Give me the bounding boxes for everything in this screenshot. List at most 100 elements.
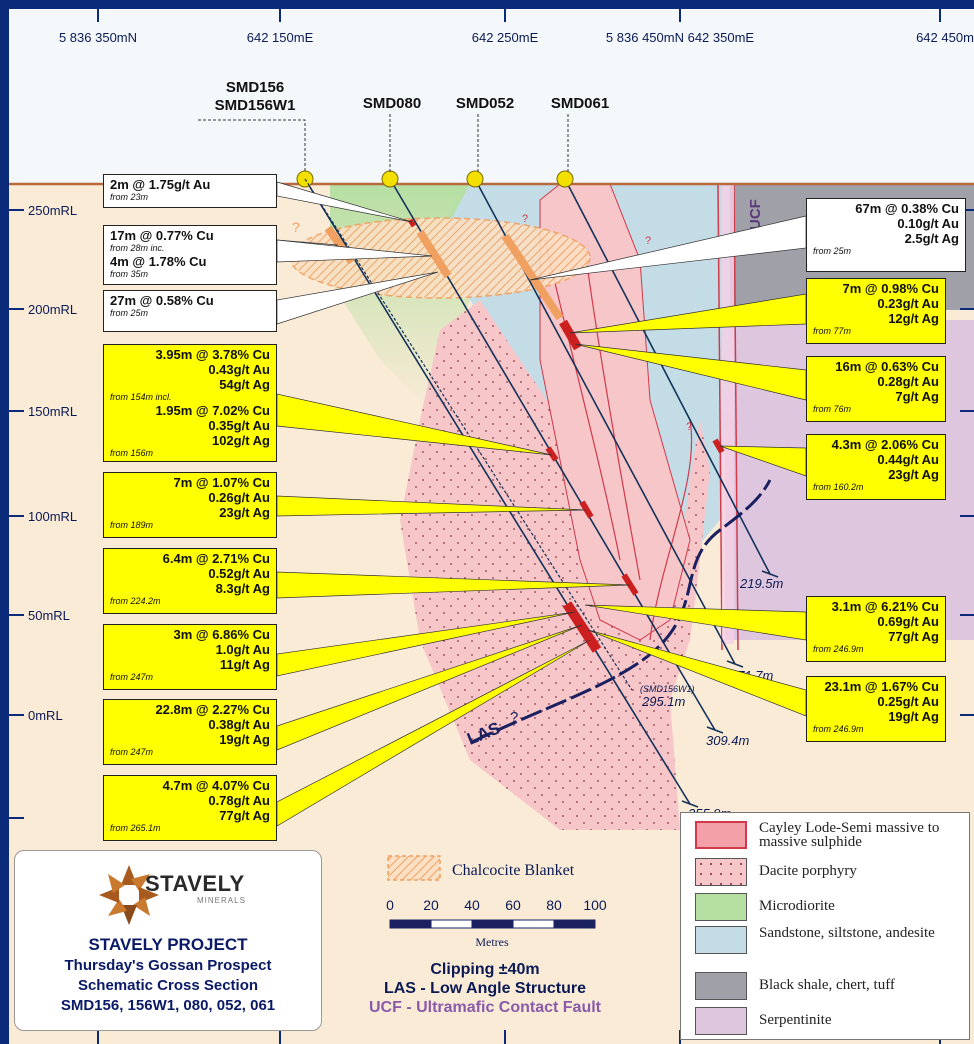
intercept-segment [545,446,559,462]
contact-question: ? [645,235,651,247]
intercept-from: from 246.9m [813,644,864,654]
hole-depth: 219.5m [739,576,784,591]
hole-name: SMD052 [456,95,514,112]
intercept-grade: 4m @ 1.78% Cu [110,254,207,269]
intercept-from: from 224.2m [110,596,161,606]
intercept-from: from 23m [110,192,149,202]
rl-label: 0mRL [28,708,63,723]
intercept-grade: 4.3m @ 2.06% Cu [831,437,939,452]
leader-wedge [276,624,583,751]
holes-title: SMD156, 156W1, 080, 052, 061 [60,997,276,1014]
scale-tick-label: 40 [464,897,480,913]
grid-label: 5 836 450mN 642 350mE [606,30,754,45]
intercept-from: from 160.2m [813,482,864,492]
intercept-from: from 77m [813,326,852,336]
scale-unit: Metres [475,935,509,949]
intercept-grade: 77g/t Ag [219,808,270,823]
hole-end-tick [706,726,724,734]
intercept-grade: 3m @ 6.86% Cu [173,627,271,642]
intercept-from: from 28m inc. [110,243,165,253]
wedge-trace [304,178,633,691]
intercept-grade: 7m @ 0.98% Cu [842,281,940,296]
intercept-from: from 25m [813,246,852,256]
intercept-grade: 23g/t Ag [888,467,939,482]
prospect-title: Thursday's Gossan Prospect [64,957,272,974]
contact-question: ? [522,213,528,225]
legend-swatch [695,893,747,921]
legend-swatch [695,1007,747,1035]
intercept-grade: 2m @ 1.75g/t Au [110,177,211,192]
intercept-from: from 156m [110,448,154,458]
intercept-grade: 8.3g/t Ag [215,581,270,596]
intercept-grade: 11g/t Ag [219,657,270,672]
intercept-from: from 25m [110,308,149,318]
logo-brand-sub: MINERALS [197,896,246,905]
ucf-fault-zone [722,184,734,644]
intercept-grade: 102g/t Ag [211,433,270,448]
intercept-grade: 0.26g/t Au [208,490,270,505]
intercept-grade: 0.43g/t Au [208,362,270,377]
leader-wedge [276,181,413,223]
legend-label: Microdiorite [759,898,835,914]
intercept-grade: 54g/t Ag [219,377,270,392]
hole-leader [198,119,306,172]
section-title: Schematic Cross Section [77,977,259,994]
legend-swatch [695,926,747,954]
scale-segment [430,919,473,929]
intercept-grade: 23g/t Ag [219,505,270,520]
leader-wedge [276,271,439,325]
intercept-grade: 17m @ 0.77% Cu [110,228,214,243]
leader-wedge [276,639,591,827]
drill-trace [304,178,691,805]
cayley-vein-2 [584,249,641,581]
intercept-grade: 0.23g/t Au [877,296,939,311]
intercept-grade: 2.5g/t Ag [904,231,959,246]
title-block: STAVELY MINERALS STAVELY PROJECT Thursda… [14,850,322,1031]
intercept-grade: 0.52g/t Au [208,566,270,581]
intercept-segment [579,500,594,519]
legend-label: Dacite porphyry [759,863,857,879]
las-question: ? [510,709,518,726]
intercept-grade: 1.95m @ 7.02% Cu [155,403,270,418]
hole-end-tick [681,800,699,808]
grid-label: 642 450m [916,30,974,45]
sky-area [9,9,974,184]
leader-wedge [276,611,576,677]
hole-depth: 295.1m [641,694,686,709]
legend-note: Clipping ±40m [430,961,539,978]
intercept-grade: 0.25g/t Au [877,694,939,709]
legend-label: Black shale, chert, tuff [759,977,895,993]
legend-label: Cayley Lode-Semi massive to massive sulp… [759,820,940,850]
intercept-grade: 1.0g/t Au [215,642,270,657]
scale-segment [471,919,514,929]
intercept-segment [407,218,417,228]
leader-wedge [276,571,631,599]
contact-question: ? [686,421,692,433]
intercept-grade: 0.28g/t Au [877,374,939,389]
intercept-grade: 67m @ 0.38% Cu [855,201,959,216]
intercept-from: from 265.1m [110,823,161,833]
hole-name: SMD080 [363,95,421,112]
rl-label: 200mRL [28,302,77,317]
leader-wedge [276,495,587,517]
hole-end-tick [726,660,744,668]
scale-tick-label: 100 [583,897,607,913]
scale-tick-label: 60 [505,897,521,913]
hole-depth: (SMD156W1) [640,684,695,694]
intercept-from: from 35m [110,269,149,279]
scale-tick-label: 80 [546,897,562,913]
stavely-logo-icon [99,865,159,925]
lithology-legend: Cayley Lode-Semi massive to massive sulp… [680,812,970,1040]
legend-label: Sandstone, siltstone, andesite [759,925,935,941]
dacite-unit [400,300,710,830]
drill-trace [564,178,771,575]
grid-label: 642 150mE [247,30,314,45]
intercept-grade: 0.10g/t Au [897,216,959,231]
rl-label: 100mRL [28,509,77,524]
